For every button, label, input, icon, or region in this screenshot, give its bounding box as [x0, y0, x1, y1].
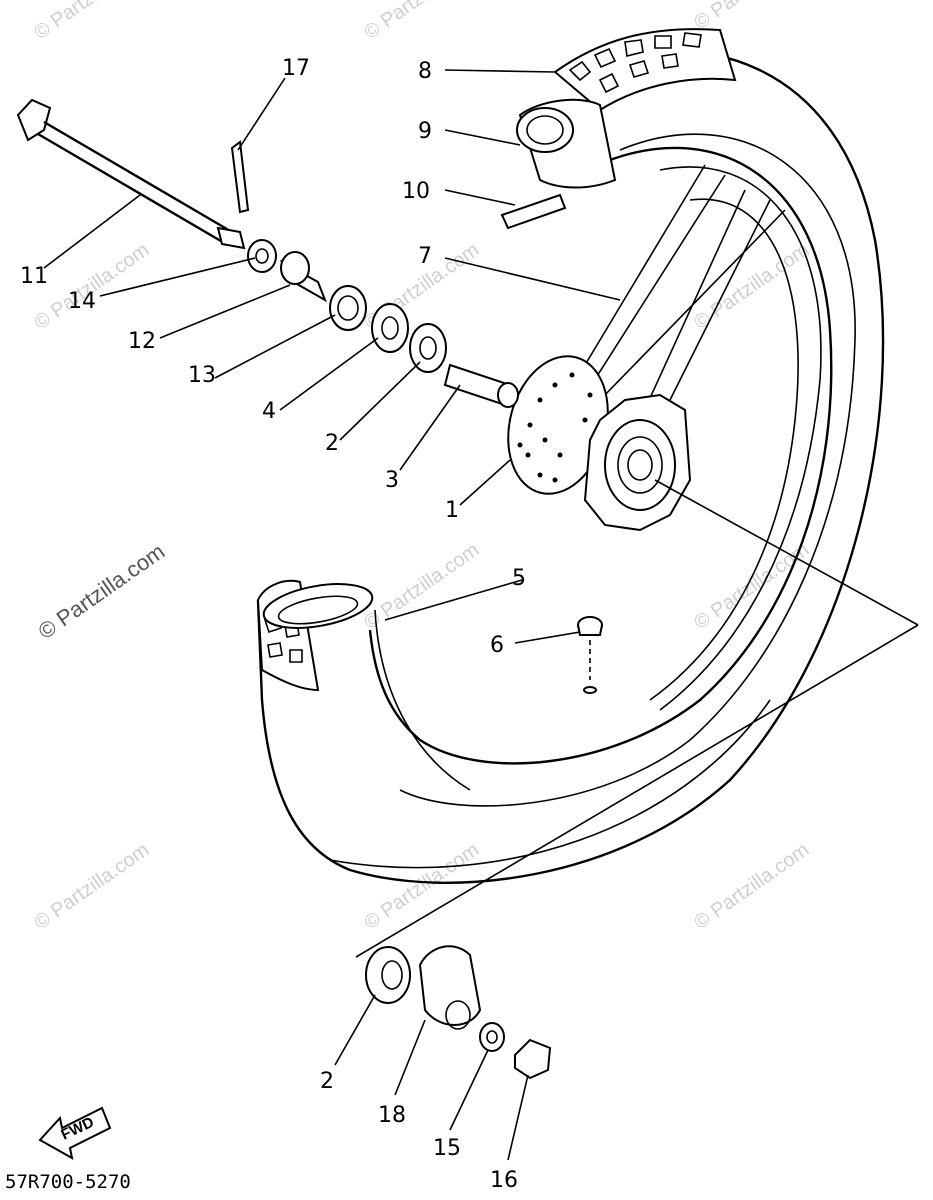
callout-11: 11: [20, 264, 48, 289]
assembly-axis: [355, 479, 919, 958]
axle: [16, 98, 246, 250]
callout-1: 1: [445, 498, 459, 523]
watermark: © Partzilla.com: [360, 0, 483, 44]
callout-6: 6: [490, 633, 504, 658]
watermark: © Partzilla.com: [30, 0, 153, 44]
hub: [507, 355, 692, 532]
watermark: © Partzilla.com: [30, 839, 153, 934]
callout-labels: 8 9 10 7 11 14 12 13 4 2 3 1 5 6 17 2 18…: [20, 56, 526, 1193]
catalog-code: 57R700-5270: [5, 1171, 131, 1193]
leader-lines: [43, 69, 621, 1161]
callout-16: 16: [490, 1168, 518, 1193]
callout-12: 12: [128, 329, 156, 354]
callout-2: 2: [325, 431, 339, 456]
watermark: © Partzilla.com: [690, 839, 813, 934]
watermark: © Partzilla.com: [360, 839, 483, 934]
tube-and-rim-band: [500, 98, 617, 230]
callout-7: 7: [418, 244, 432, 269]
cotter-pin: [230, 140, 250, 214]
callout-18: 18: [378, 1103, 406, 1128]
callout-2-lower: 2: [320, 1069, 334, 1094]
tire: [256, 28, 885, 884]
watermark: © Partzilla.com: [360, 539, 483, 634]
watermark: © Partzilla.com: [690, 539, 813, 634]
callout-5: 5: [512, 566, 526, 591]
valve-cap: [577, 616, 603, 694]
callout-8: 8: [418, 59, 432, 84]
watermark-large: © Partzilla.com: [34, 539, 170, 645]
callout-3: 3: [385, 468, 399, 493]
callout-13: 13: [188, 363, 216, 388]
callout-10: 10: [402, 179, 430, 204]
fwd-arrow-icon: FWD: [38, 1106, 112, 1160]
axle-parts: [247, 239, 519, 408]
callout-4: 4: [262, 399, 276, 424]
lower-parts: [365, 945, 552, 1080]
watermark: © Partzilla.com: [30, 239, 153, 334]
spokes: [569, 164, 786, 431]
callout-14: 14: [68, 289, 96, 314]
callout-15: 15: [433, 1136, 461, 1161]
callout-9: 9: [418, 119, 432, 144]
callout-17: 17: [282, 56, 310, 81]
